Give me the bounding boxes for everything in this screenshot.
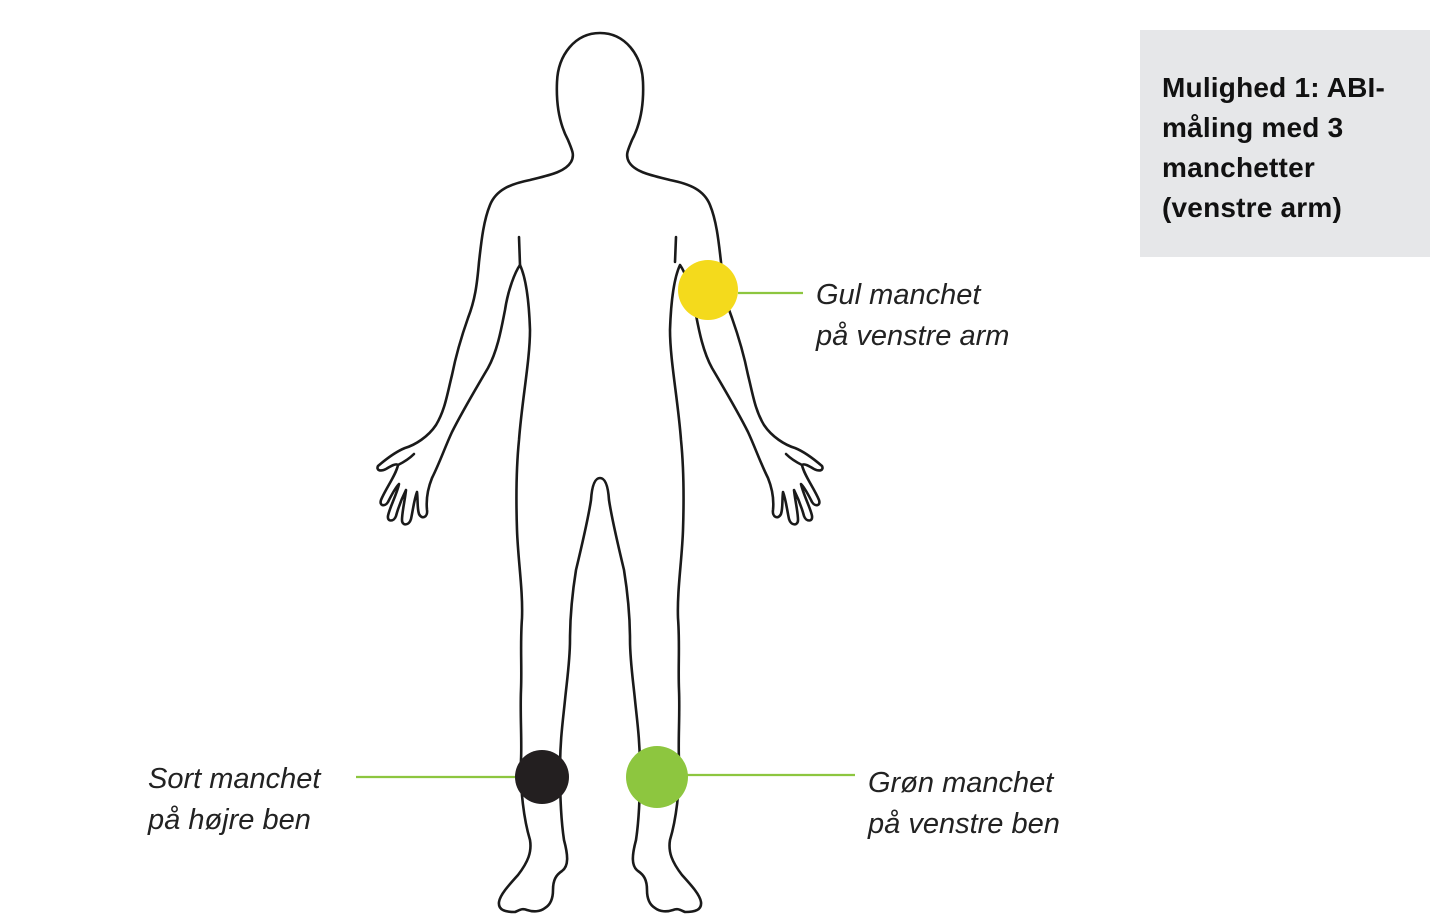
human-body-outline — [376, 31, 824, 914]
green-cuff-label: Grøn manchet på venstre ben — [868, 763, 1060, 845]
title-line-1: Mulighed 1: ABI- — [1162, 72, 1386, 103]
black-cuff-label-line-1: Sort manchet — [148, 763, 321, 795]
yellow-cuff-label-line-1: Gul manchet — [816, 279, 981, 311]
yellow-cuff-label-line-2: på venstre arm — [816, 320, 1010, 352]
green-cuff-label-line-1: Grøn manchet — [868, 767, 1054, 799]
title-line-2: måling med 3 — [1162, 112, 1344, 143]
black-cuff-marker — [515, 750, 569, 804]
option-title: Mulighed 1: ABI- måling med 3 manchetter… — [1162, 68, 1412, 228]
yellow-cuff-marker — [678, 260, 738, 320]
option-title-box: Mulighed 1: ABI- måling med 3 manchetter… — [1140, 30, 1430, 257]
black-cuff-label: Sort manchet på højre ben — [148, 759, 320, 841]
title-line-3: manchetter — [1162, 152, 1315, 183]
green-cuff-label-line-2: på venstre ben — [868, 808, 1060, 840]
title-line-4: (venstre arm) — [1162, 192, 1343, 223]
green-cuff-marker — [626, 746, 688, 808]
leader-lines — [356, 291, 855, 779]
yellow-cuff-label: Gul manchet på venstre arm — [816, 275, 1009, 357]
black-cuff-label-line-2: på højre ben — [148, 804, 311, 836]
